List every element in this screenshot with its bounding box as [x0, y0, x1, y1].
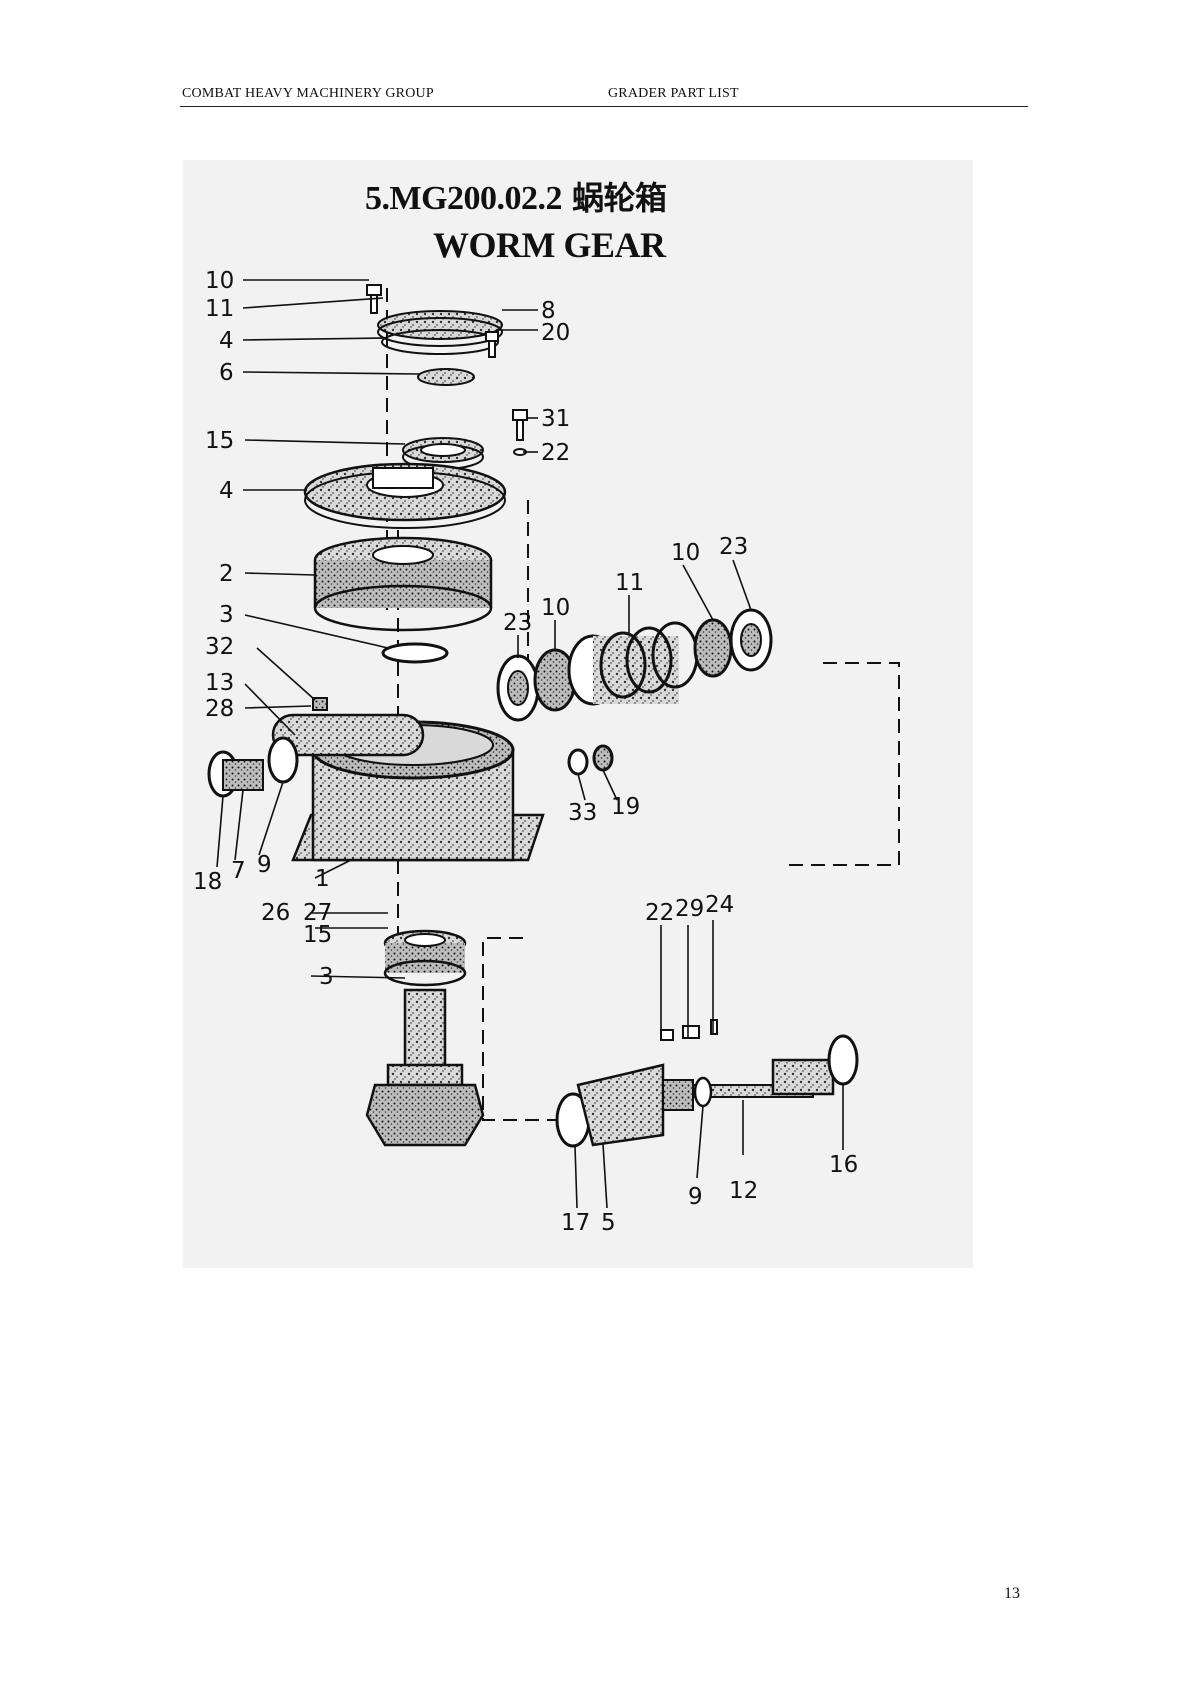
- callout-label: 12: [729, 1178, 758, 1204]
- callout-label: 9: [257, 852, 272, 878]
- callout-label: 23: [719, 534, 748, 560]
- callout-label: 1: [315, 866, 330, 892]
- figure-title-chinese: 蜗轮箱: [572, 179, 667, 217]
- nut-part: [592, 744, 614, 772]
- bolt-part: [485, 331, 499, 358]
- main-housing-part: [271, 713, 545, 862]
- callout-label: 10: [671, 540, 700, 566]
- figure-code: 5.MG200.02.2: [365, 180, 563, 217]
- bearing-part: [402, 437, 484, 470]
- callout-label: 31: [541, 406, 570, 432]
- bolt-part: [366, 284, 382, 314]
- figure-title-english: WORM GEAR: [433, 225, 666, 265]
- callout-label: 15: [205, 428, 234, 454]
- housing-cover-part: [303, 462, 507, 529]
- document-title: GRADER PART LIST: [608, 86, 739, 101]
- callout-label: 24: [705, 892, 734, 918]
- output-shaft-part: [365, 988, 485, 1147]
- worm-wheel-part: [313, 536, 493, 632]
- thrust-washer-part: [381, 642, 449, 664]
- callout-label: 26: [261, 900, 290, 926]
- callout-label: 13: [205, 670, 234, 696]
- callout-label: 9: [688, 1184, 703, 1210]
- page-header: COMBAT HEAVY MACHINERY GROUP GRADER PART…: [180, 86, 1028, 107]
- callout-label: 23: [503, 610, 532, 636]
- callout-label: 32: [205, 634, 234, 660]
- company-name: COMBAT HEAVY MACHINERY GROUP: [182, 86, 434, 101]
- worm-shaft-bearings-part: [496, 608, 773, 722]
- diagram-drawing: 10 11 4 6 15 4 2 3 32 13 28 18 7 9 1 26 …: [193, 268, 900, 1236]
- callout-label: 28: [205, 696, 234, 722]
- callout-label: 11: [615, 570, 644, 596]
- callout-label: 10: [205, 268, 234, 294]
- callout-label: 3: [319, 964, 334, 990]
- callout-label: 27: [303, 900, 332, 926]
- plug-part: [312, 697, 328, 711]
- retainer-ring-part: [417, 368, 475, 386]
- callout-label: 19: [611, 794, 640, 820]
- callout-label: 2: [219, 561, 234, 587]
- callout-label: 22: [541, 440, 570, 466]
- callout-label: 4: [219, 478, 234, 504]
- lower-bearing-part: [383, 929, 467, 987]
- side-flange-part: [207, 736, 299, 798]
- callout-label: 17: [561, 1210, 590, 1236]
- callout-label: 20: [541, 320, 570, 346]
- page-number: 13: [1004, 1585, 1020, 1602]
- callout-label: 4: [219, 328, 234, 354]
- input-shaft-assembly-part: [555, 1019, 859, 1148]
- callout-label: 8: [541, 298, 556, 324]
- callout-label: 15: [303, 922, 332, 948]
- callout-label: 10: [541, 595, 570, 621]
- callout-label: 29: [675, 896, 704, 922]
- callout-label: 33: [568, 800, 597, 826]
- callout-label: 11: [205, 296, 234, 322]
- callout-label: 18: [193, 869, 222, 895]
- callout-label: 6: [219, 360, 234, 386]
- callout-label: 7: [231, 858, 246, 884]
- callout-label: 5: [601, 1210, 616, 1236]
- bolt-part: [512, 409, 528, 456]
- callout-label: 16: [829, 1152, 858, 1178]
- callout-label: 3: [219, 602, 234, 628]
- washer-part: [567, 748, 589, 776]
- cover-plate-part: [377, 310, 503, 355]
- callout-label: 22: [645, 900, 674, 926]
- worm-gear-exploded-diagram: 10 11 4 6 15 4 2 3 32 13 28 18 7 9 1 26 …: [183, 160, 973, 1268]
